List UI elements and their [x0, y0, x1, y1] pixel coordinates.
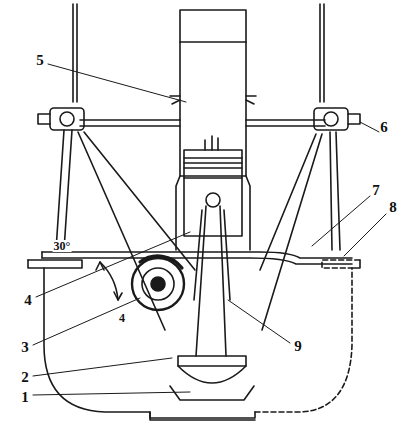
tappet-bar [41, 252, 43, 258]
leader-line [33, 392, 190, 395]
crankcase [28, 260, 360, 420]
angle-arrow [96, 262, 122, 300]
callout-number: 30° [53, 240, 72, 252]
callout-number: 3 [20, 340, 30, 355]
connecting-rod [178, 356, 246, 366]
valve-stem [73, 4, 77, 102]
callout-number: 5 [35, 53, 45, 68]
leader-line [33, 298, 140, 345]
camshaft [132, 256, 184, 310]
rocker-arm [348, 114, 360, 124]
rocker-arm [60, 112, 74, 126]
rocker-arm [38, 108, 360, 130]
callout-number: 8 [388, 200, 398, 215]
valve-stem [320, 4, 324, 102]
tappet-bar [42, 252, 352, 258]
crankcase [150, 412, 255, 420]
cylinder [170, 96, 256, 104]
rocker-arm [324, 112, 338, 126]
rocker-arm [38, 114, 50, 124]
camshaft [140, 256, 182, 268]
piston [184, 158, 242, 178]
crankcase [28, 260, 44, 268]
leader-line [33, 358, 172, 376]
valve-stem [73, 4, 324, 102]
pushrod [84, 132, 195, 270]
camshaft [142, 268, 174, 300]
leader-line [360, 122, 381, 133]
camshaft [132, 258, 184, 310]
connecting-rod [178, 366, 246, 383]
callout-number: 2 [20, 370, 30, 385]
connecting-rod [170, 386, 254, 400]
pushrod [330, 132, 340, 250]
piston [205, 136, 218, 150]
pushrod [56, 130, 340, 330]
callout-number: 4 [118, 312, 126, 324]
piston [184, 136, 242, 236]
callout-number: 7 [371, 183, 381, 198]
pushrod [260, 134, 316, 270]
crankcase [352, 260, 360, 268]
leader-line [33, 64, 386, 395]
leader-line [48, 64, 186, 102]
angle-arrow [114, 292, 122, 300]
callout-number: 1 [20, 390, 30, 405]
rocker-arm [50, 108, 84, 130]
rocker-arm [314, 108, 348, 130]
callout-number: 9 [293, 339, 303, 354]
cylinder-head-plate [80, 125, 325, 127]
leader-line [344, 214, 386, 256]
callout-number: 6 [379, 120, 389, 135]
piston [206, 193, 220, 207]
cylinder-head-plate [80, 120, 325, 126]
pushrod [262, 134, 322, 330]
pushrod [56, 130, 72, 250]
piston [184, 150, 242, 236]
leader-line [228, 300, 290, 343]
cylinder [180, 42, 246, 176]
cylinder [176, 176, 250, 250]
callout-number: 4 [23, 293, 33, 308]
cylinder-head-plate [80, 119, 325, 121]
pushrod [78, 132, 165, 330]
cylinder [170, 10, 256, 250]
connecting-rod [194, 210, 230, 300]
camshaft [151, 277, 165, 291]
cylinder [180, 10, 246, 42]
crankcase [28, 260, 255, 418]
leader-line [36, 232, 190, 297]
crankcase [255, 260, 360, 412]
